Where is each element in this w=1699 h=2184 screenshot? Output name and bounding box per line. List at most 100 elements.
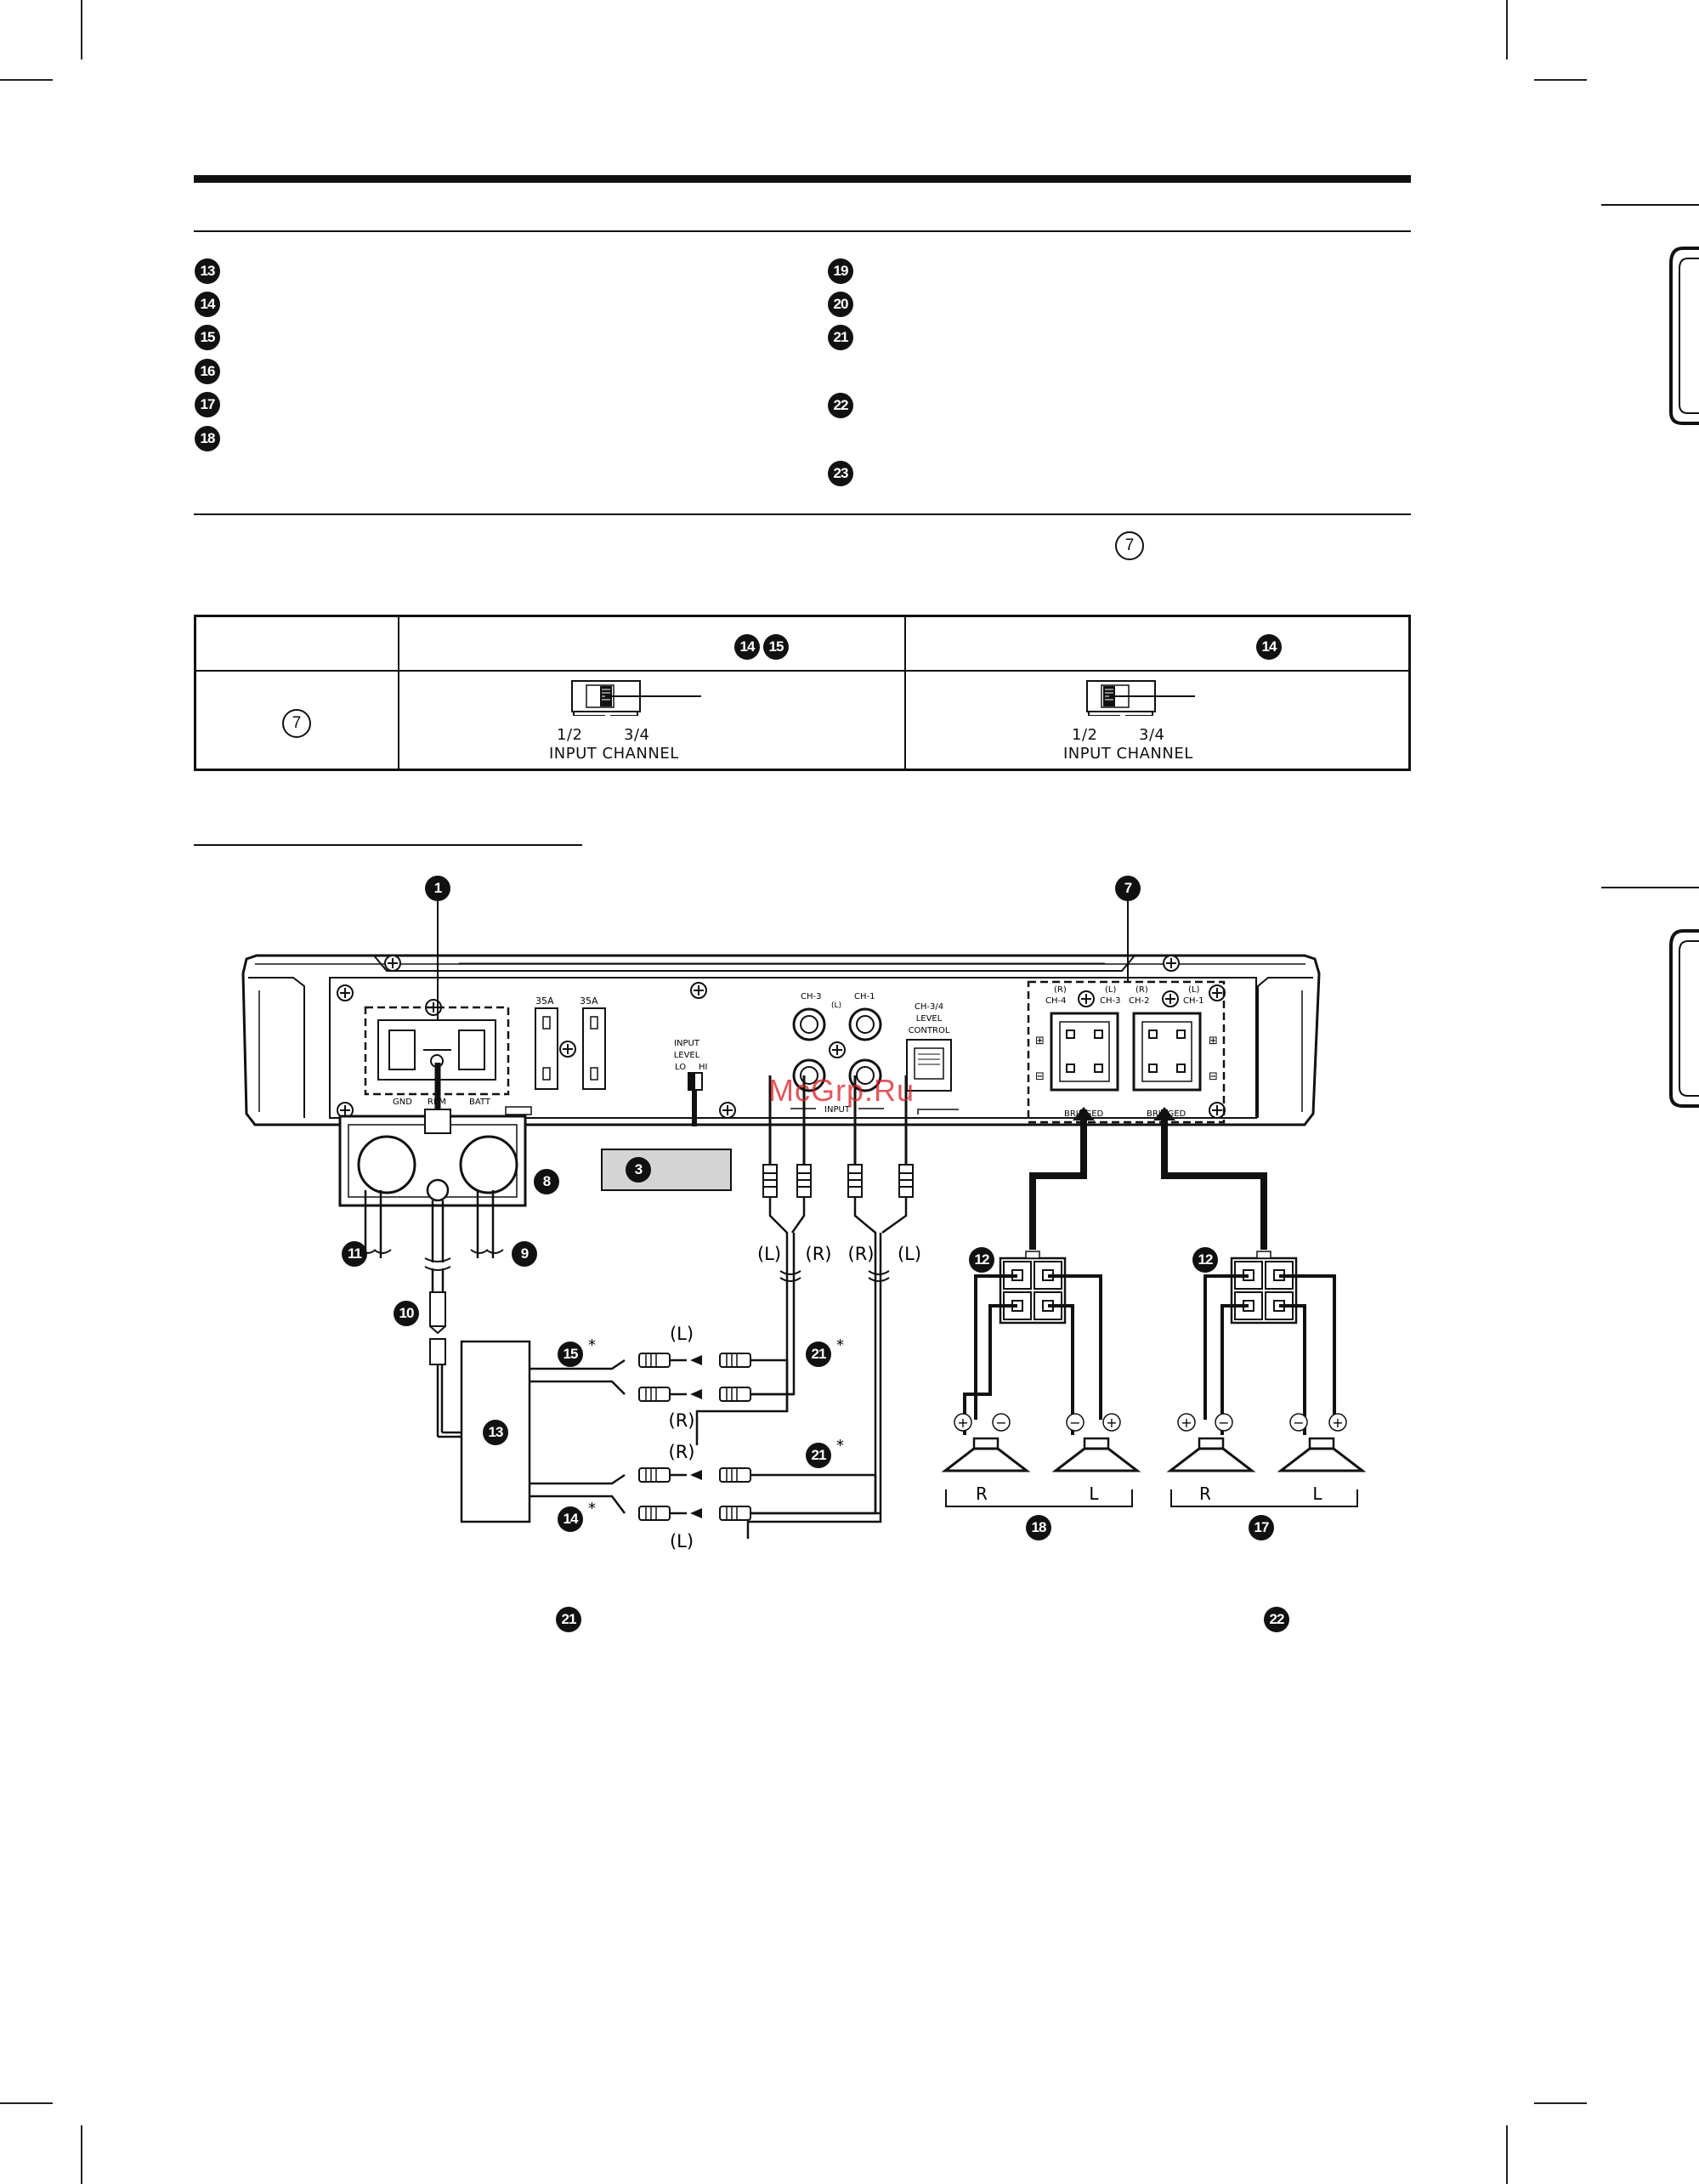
- header-thick-rule: [194, 175, 1411, 183]
- l-mark: (L): [831, 1001, 841, 1010]
- fuse-label: 35A: [580, 996, 598, 1007]
- minus-mark: −: [1293, 1415, 1304, 1431]
- footer-badge: 22: [1264, 1607, 1289, 1632]
- plus-mark: +: [957, 1415, 968, 1431]
- switch-label-3-4: 3/4: [624, 726, 650, 744]
- channel-label: (R): [806, 1244, 832, 1264]
- switch-caption: INPUT CHANNEL: [549, 745, 679, 763]
- input-channel-switch-3-4: [571, 680, 701, 716]
- channel-label: (R): [848, 1244, 875, 1264]
- table-head-badge: 14: [734, 634, 760, 660]
- footer-badge: 21: [556, 1607, 581, 1632]
- spk-r-label: (R): [1135, 985, 1148, 995]
- callout-badge: 12: [1192, 1247, 1218, 1273]
- svg-text:⊟: ⊟: [1035, 1070, 1045, 1083]
- spk-l-label: (L): [1188, 985, 1199, 995]
- lo-label: LO: [675, 1063, 686, 1072]
- speaker-l-label: L: [1312, 1483, 1322, 1504]
- channel-label: (L): [898, 1244, 921, 1264]
- asterisk: *: [588, 1336, 596, 1354]
- switch-label-3-4: 3/4: [1139, 726, 1165, 744]
- table-head-badge: 15: [763, 634, 789, 660]
- fuse-label: 35A: [535, 996, 554, 1007]
- list-badge: 23: [828, 461, 853, 486]
- crop-mark: [1506, 2125, 1508, 2184]
- minus-mark: −: [1218, 1415, 1229, 1431]
- ch1-label: CH-1: [1183, 996, 1203, 1006]
- crop-mark: [0, 79, 53, 81]
- ch2-label: CH-2: [1129, 996, 1149, 1006]
- crop-mark: [1534, 2102, 1587, 2104]
- callout-badge: 15: [558, 1342, 583, 1367]
- channel-label: (L): [670, 1324, 694, 1344]
- ch3-label: CH-3: [801, 992, 821, 1001]
- ch1-label: CH-1: [854, 992, 875, 1001]
- plus-mark: +: [1106, 1415, 1117, 1431]
- channel-label: (R): [669, 1410, 695, 1431]
- callout-badge: 11: [342, 1241, 367, 1267]
- list-badge: 14: [195, 292, 220, 317]
- spk-l-label: (L): [1105, 985, 1116, 995]
- plus-mark: +: [1332, 1415, 1343, 1431]
- switch-label-1-2: 1/2: [557, 726, 583, 744]
- svg-text:⊞: ⊞: [1209, 1035, 1218, 1047]
- callout-badge: 12: [969, 1247, 994, 1273]
- list-badge: 20: [828, 292, 853, 317]
- switch-label-1-2: 1/2: [1072, 726, 1098, 744]
- hi-label: HI: [699, 1063, 707, 1072]
- edge-tab-graphic: [1669, 929, 1699, 1108]
- svg-text:⊟: ⊟: [1209, 1070, 1218, 1083]
- list-badge: 16: [195, 359, 220, 384]
- level-control-label: CH-3/4: [915, 1002, 943, 1012]
- wiring-diagram: GND REM BATT 35A 35A INPUT LEVEL LO HI C…: [241, 901, 1364, 1551]
- asterisk: *: [588, 1500, 596, 1517]
- ch3-label: CH-3: [1100, 996, 1120, 1006]
- callout-badge: 13: [483, 1420, 508, 1445]
- input-level-label: INPUT: [674, 1039, 700, 1048]
- svg-text:⊞: ⊞: [1035, 1035, 1045, 1047]
- list-badge: 22: [828, 393, 853, 418]
- ch4-label: CH-4: [1045, 996, 1066, 1006]
- list-badge: 13: [195, 258, 220, 284]
- list-badge: 21: [828, 325, 853, 350]
- section-rule: [194, 230, 1411, 232]
- switch-caption: INPUT CHANNEL: [1063, 745, 1193, 763]
- channel-label: (L): [757, 1244, 781, 1264]
- input-level-label: LEVEL: [674, 1051, 700, 1060]
- list-badge: 18: [195, 426, 220, 451]
- callout-badge: 9: [512, 1241, 537, 1267]
- crop-mark: [1534, 79, 1587, 81]
- speaker-r-label: R: [976, 1483, 988, 1504]
- edge-rule: [1601, 887, 1699, 888]
- note-ref-badge: 7: [1115, 531, 1144, 560]
- switch-settings-table: [194, 615, 1411, 771]
- input-label: INPUT: [824, 1105, 851, 1115]
- edge-tab-graphic: [1669, 247, 1699, 425]
- section-rule: [194, 513, 1411, 515]
- watermark: McGrp.Ru: [768, 1073, 915, 1108]
- table-row-badge: 7: [282, 709, 311, 738]
- batt-label: BATT: [469, 1098, 491, 1107]
- list-badge: 17: [195, 392, 220, 417]
- callout-badge: 21: [806, 1443, 831, 1468]
- channel-label: (L): [670, 1531, 694, 1551]
- table-head-badge: 14: [1256, 634, 1282, 660]
- list-badge: 19: [828, 258, 853, 284]
- crop-mark: [81, 0, 82, 60]
- channel-label: (R): [669, 1442, 695, 1462]
- edge-rule: [1601, 204, 1699, 206]
- speaker-l-label: L: [1089, 1483, 1099, 1504]
- level-control-label: CONTROL: [909, 1026, 950, 1035]
- callout-badge: 17: [1249, 1515, 1274, 1540]
- callout-badge: 3: [626, 1157, 651, 1183]
- level-control-label: LEVEL: [916, 1014, 943, 1024]
- callout-badge: 18: [1026, 1515, 1051, 1540]
- callout-badge: 10: [394, 1301, 419, 1326]
- crop-mark: [1506, 0, 1508, 60]
- input-channel-switch-1-2: [1086, 680, 1195, 716]
- crop-mark: [0, 2102, 53, 2104]
- section-heading-underline: [194, 844, 582, 846]
- spk-r-label: (R): [1054, 985, 1067, 995]
- callout-badge: 8: [534, 1169, 559, 1194]
- minus-mark: −: [995, 1415, 1006, 1431]
